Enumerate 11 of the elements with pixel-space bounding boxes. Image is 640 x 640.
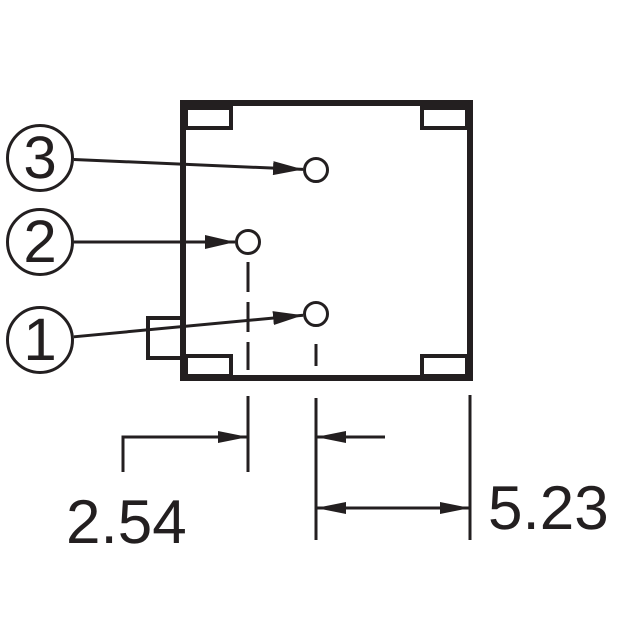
callout-number: 3 [23,128,57,188]
pin-hole [303,157,329,183]
dimension-value: 2.54 [66,492,187,554]
leader-line [74,311,304,338]
pin-hole [303,301,329,327]
dimension-value: 5.23 [488,478,609,540]
pin-hole [235,229,261,255]
leader-line [74,235,235,249]
callout-number: 2 [23,212,57,272]
callout-number: 1 [23,310,57,370]
leader-line [74,158,304,176]
